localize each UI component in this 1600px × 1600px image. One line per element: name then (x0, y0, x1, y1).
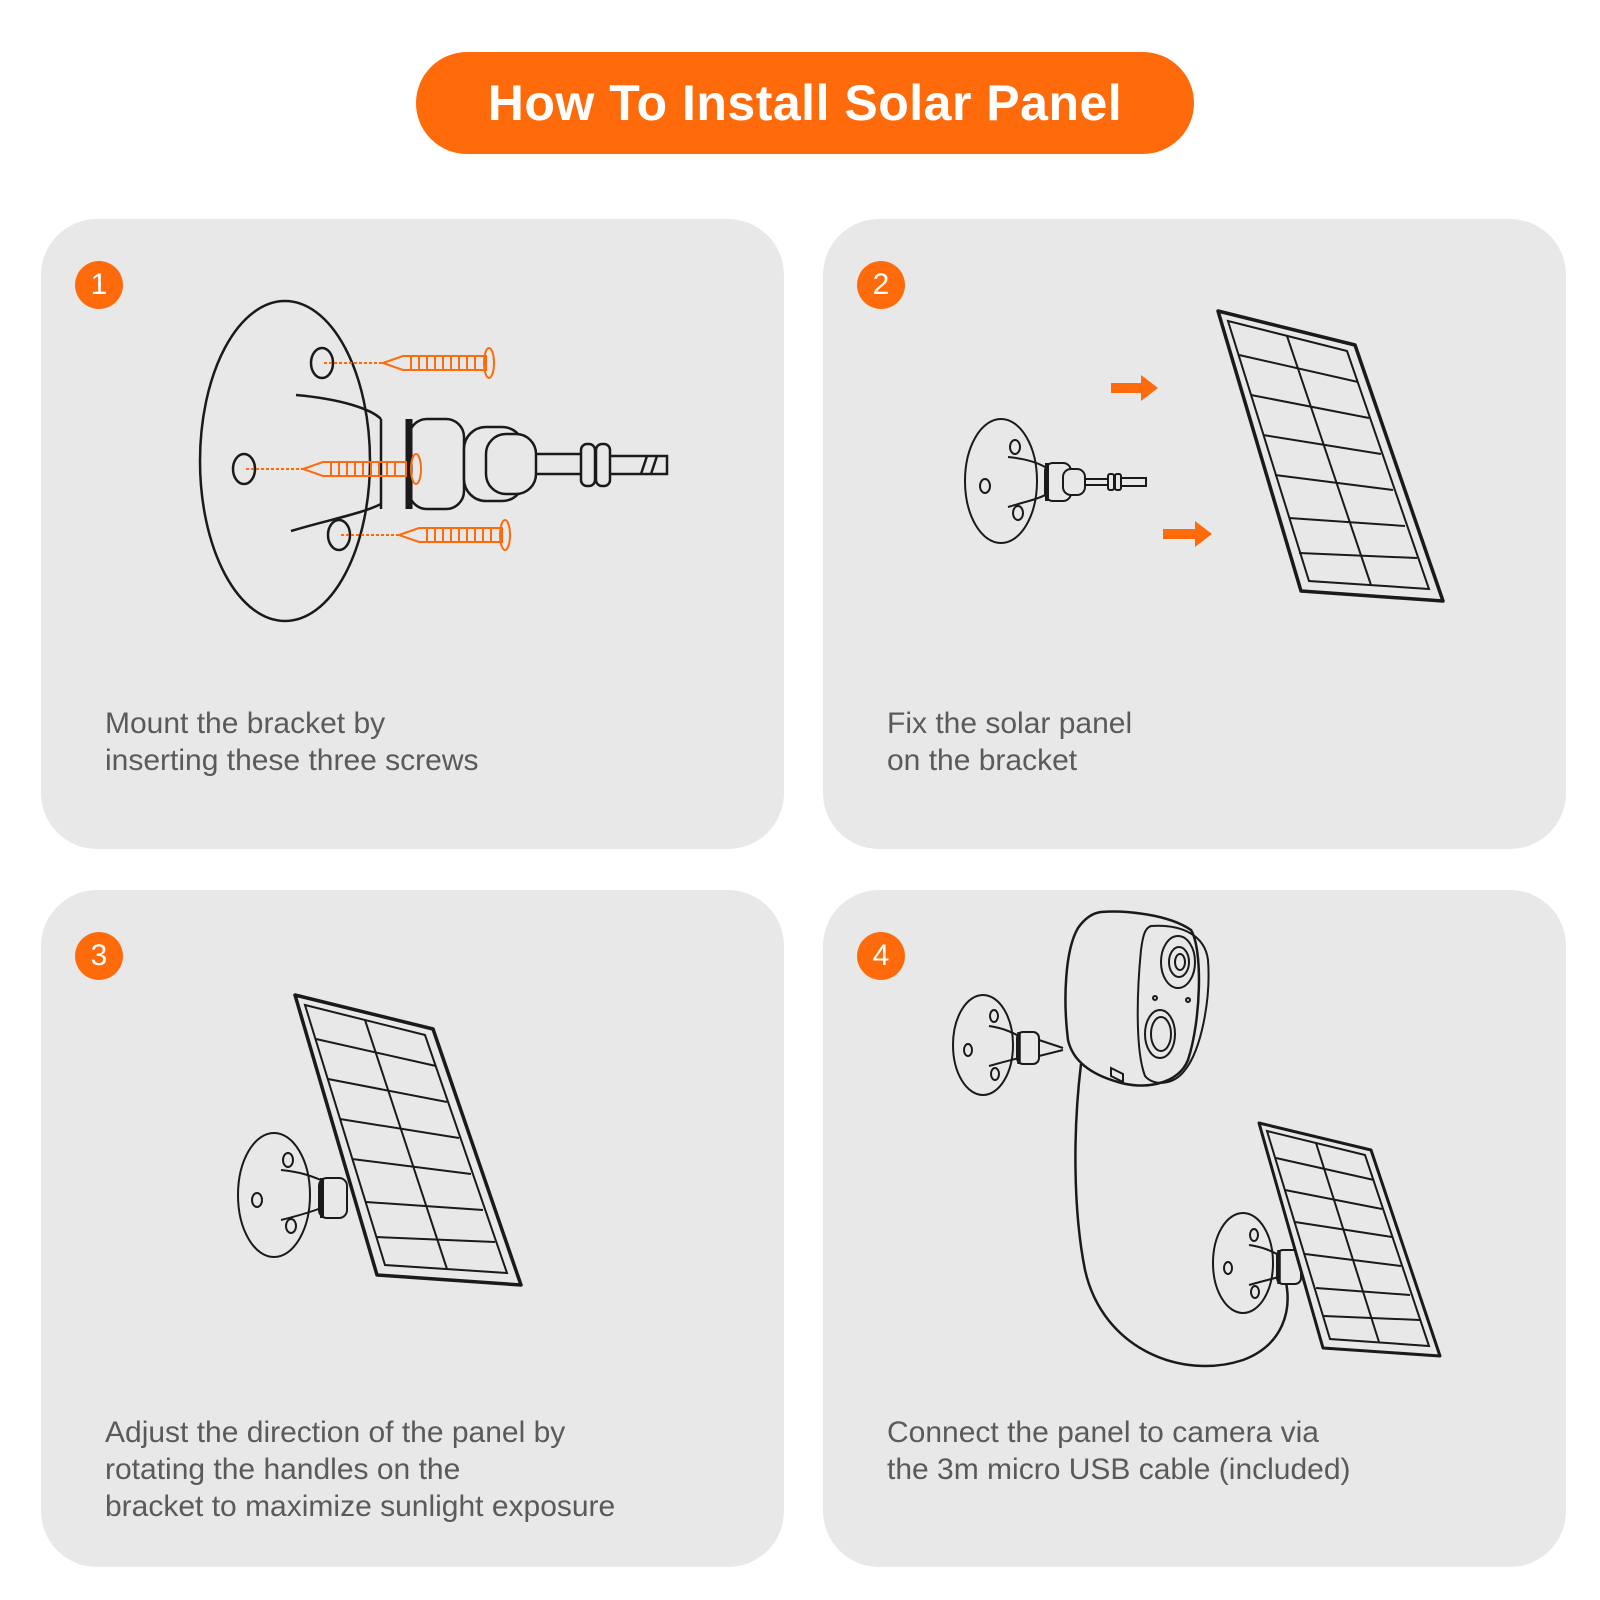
title-banner: How To Install Solar Panel (416, 52, 1194, 154)
arrow-right-icon (1163, 521, 1212, 547)
step-card-3: 3 Adjust the direction of the panel by r… (41, 890, 784, 1567)
step-caption: Mount the bracket by inserting these thr… (105, 705, 479, 779)
solar-panel-icon (1259, 1123, 1440, 1356)
step-2-illustration (823, 219, 1566, 689)
solar-panel-icon (1218, 311, 1443, 601)
caption-line: Fix the solar panel (887, 707, 1133, 740)
caption-line: Connect the panel to camera via (887, 1416, 1319, 1449)
screw-icon (324, 348, 494, 378)
screw-icon (246, 454, 421, 484)
solar-panel-icon (295, 995, 521, 1285)
wall-bracket-icon (200, 301, 667, 621)
wall-bracket-icon (1213, 1213, 1301, 1313)
caption-line: on the bracket (887, 744, 1078, 777)
wall-bracket-icon (238, 1133, 347, 1257)
security-camera-icon (1065, 912, 1208, 1086)
step-number-badge: 4 (857, 932, 905, 980)
screw-icon (341, 520, 510, 550)
caption-line: the 3m micro USB cable (included) (887, 1453, 1351, 1486)
step-4-illustration (823, 890, 1566, 1400)
page-title: How To Install Solar Panel (487, 75, 1123, 131)
wall-bracket-icon (965, 419, 1146, 543)
step-1-illustration (41, 219, 784, 689)
step-caption: Adjust the direction of the panel by rot… (105, 1414, 615, 1525)
caption-line: inserting these three screws (105, 744, 479, 777)
step-card-1: 1 (41, 219, 784, 849)
step-number-badge: 2 (857, 261, 905, 309)
caption-line: Mount the bracket by (105, 707, 386, 740)
arrow-right-icon (1111, 375, 1158, 401)
step-card-4: 4 (823, 890, 1566, 1567)
step-caption: Connect the panel to camera via the 3m m… (887, 1414, 1351, 1488)
caption-line: Adjust the direction of the panel by (105, 1416, 566, 1449)
step-3-illustration (41, 890, 784, 1400)
wall-bracket-icon (953, 995, 1063, 1095)
step-caption: Fix the solar panel on the bracket (887, 705, 1132, 779)
caption-line: rotating the handles on the (105, 1453, 461, 1486)
caption-line: bracket to maximize sunlight exposure (105, 1490, 616, 1523)
usb-cable-icon (1075, 1064, 1287, 1366)
step-number-badge: 1 (75, 261, 123, 309)
step-number-badge: 3 (75, 932, 123, 980)
step-card-2: 2 (823, 219, 1566, 849)
